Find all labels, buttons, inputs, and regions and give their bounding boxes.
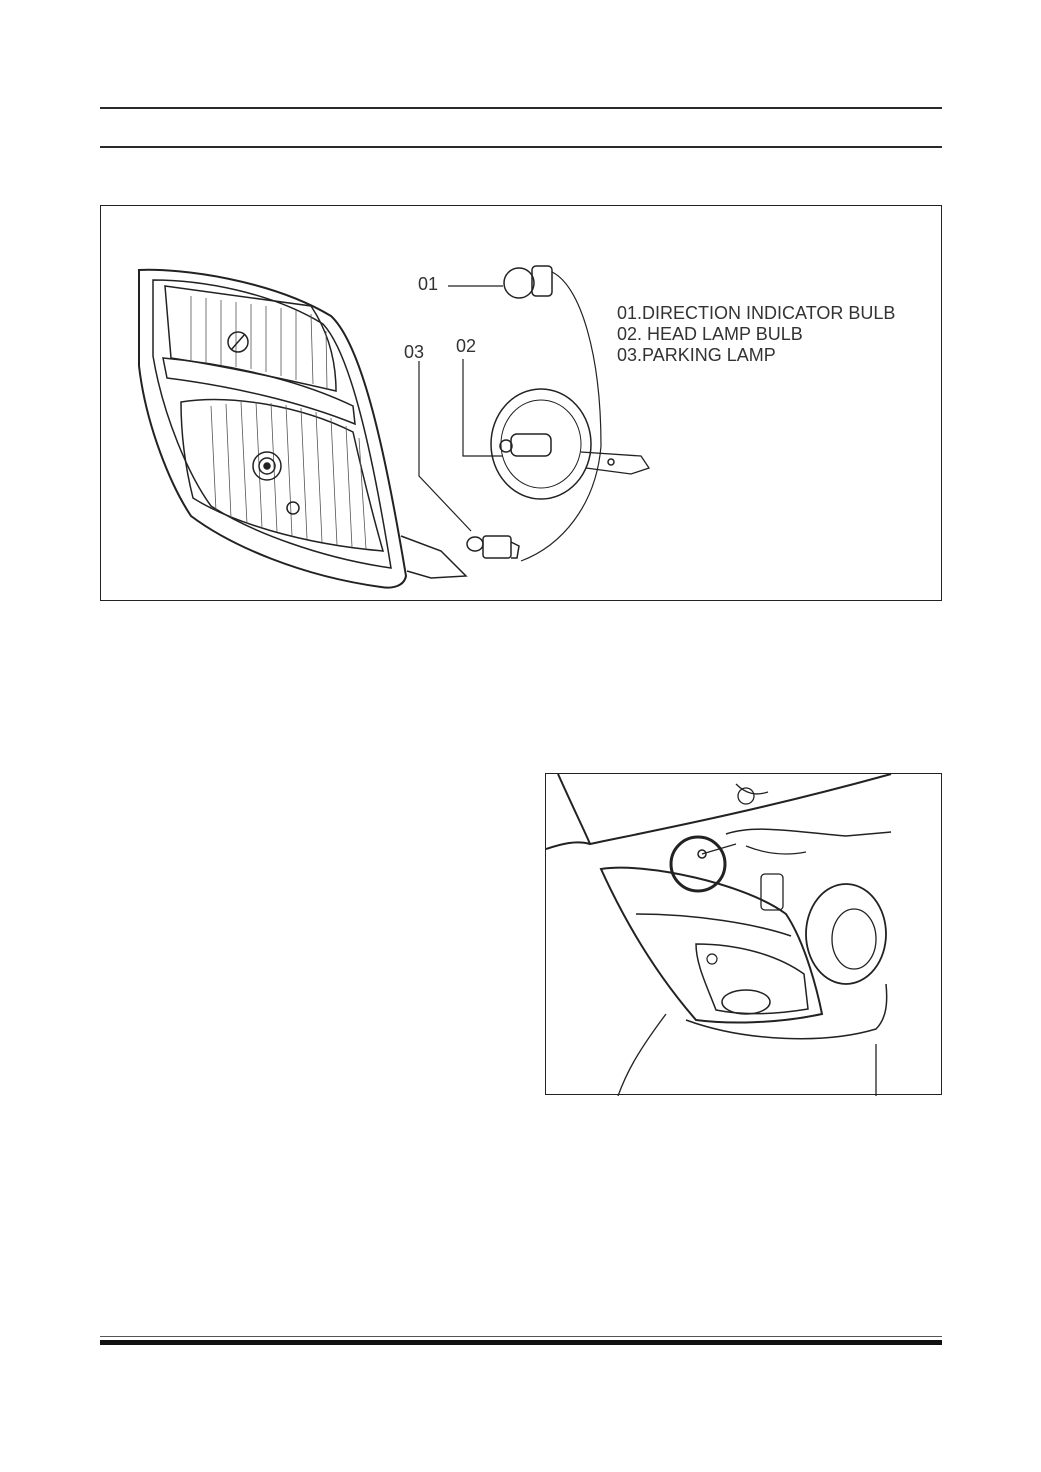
headlamp-location-illustration (545, 773, 942, 1096)
legend-item-head-lamp: 02. HEAD LAMP BULB (617, 324, 803, 344)
callout-03: 03 (404, 342, 425, 362)
footer-rule-thick (100, 1340, 942, 1345)
header-rule-top (100, 107, 942, 109)
header-rule-bottom (100, 146, 942, 148)
headlamp-bulb-diagram: 01 02 03 01.DIRECTION INDICATOR BULB 02.… (100, 205, 942, 601)
callout-02: 02 (456, 336, 477, 356)
legend-item-direction-indicator: 01.DIRECTION INDICATOR BULB (617, 303, 896, 323)
engine-bay-drawing (546, 774, 892, 1096)
footer-rule-thin (100, 1336, 942, 1337)
diagram-legend: 01.DIRECTION INDICATOR BULB 02. HEAD LAM… (617, 303, 895, 366)
legend-item-parking-lamp: 03.PARKING LAMP (617, 345, 776, 365)
headlamp-drawing (138, 265, 651, 589)
callout-01: 01 (418, 274, 439, 294)
